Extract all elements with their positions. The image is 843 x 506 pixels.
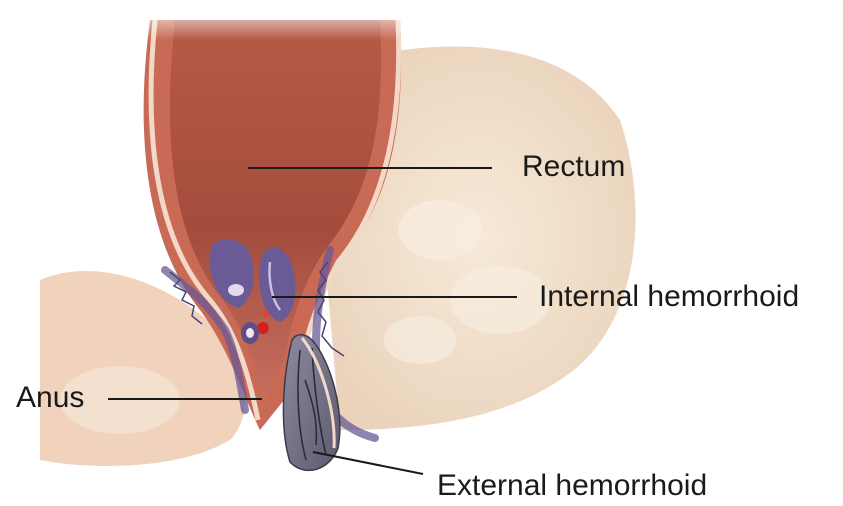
bleeding-point-small bbox=[263, 311, 270, 318]
fat-lobule bbox=[384, 316, 456, 364]
fat-lobule bbox=[450, 266, 550, 334]
label-internal-hemorrhoid: Internal hemorrhoid bbox=[539, 282, 799, 312]
label-anus: Anus bbox=[16, 383, 84, 413]
top-fade bbox=[0, 0, 843, 40]
anal-cushion-highlight bbox=[246, 328, 254, 338]
label-external-hemorrhoid: External hemorrhoid bbox=[437, 471, 707, 501]
hemorrhoid-highlight bbox=[228, 284, 244, 296]
label-rectum: Rectum bbox=[522, 152, 625, 182]
fat-lobule bbox=[398, 200, 482, 260]
leader-line-external-hemorrhoid bbox=[313, 452, 423, 474]
